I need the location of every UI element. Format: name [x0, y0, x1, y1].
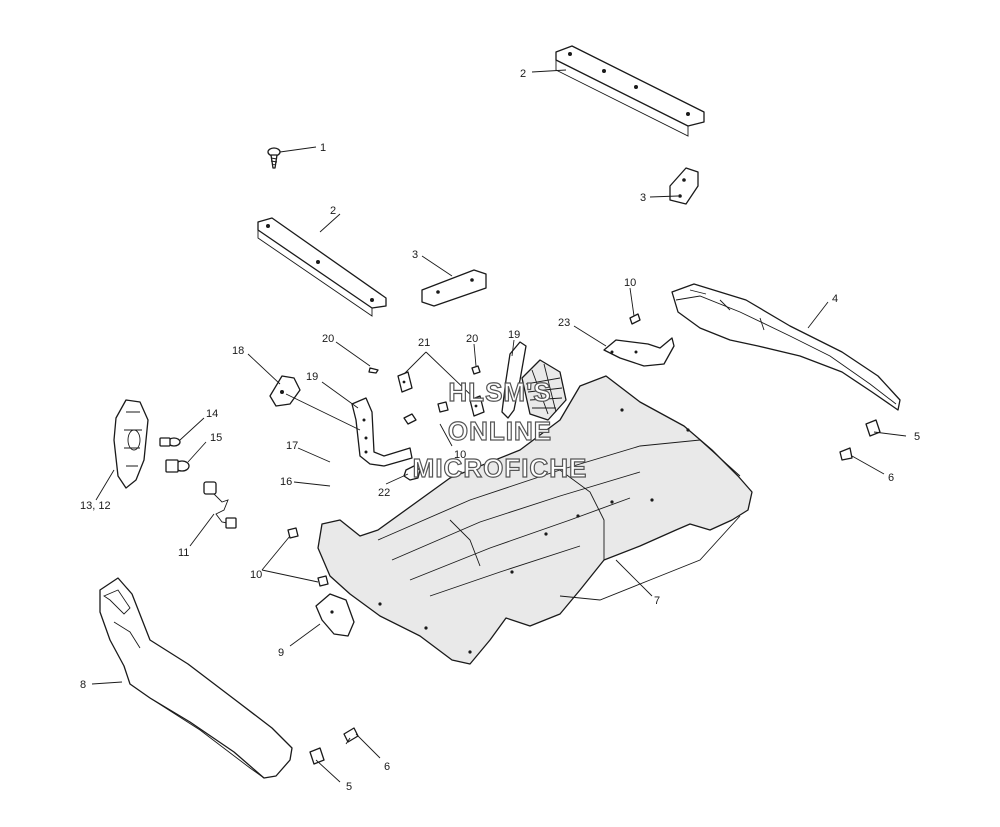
- part-14-bulb: [159, 437, 181, 447]
- callout-13-12: 13, 12: [80, 500, 111, 512]
- callout-15: 15: [210, 432, 222, 444]
- part-20-screws: [368, 365, 481, 375]
- callout-14: 14: [206, 408, 218, 420]
- callout-10-center: 10: [454, 449, 466, 461]
- part-7-rear-body: [317, 375, 753, 665]
- callout-2-top: 2: [520, 68, 526, 80]
- part-19-grille: [501, 341, 567, 421]
- watermark-line-1: HLSM'S: [448, 377, 551, 407]
- callout-3-center: 3: [412, 249, 418, 261]
- part-3-center-clip: [421, 269, 487, 307]
- part-11-harness: [203, 481, 237, 529]
- part-12-13-tail-light: [113, 399, 149, 489]
- callout-18: 18: [232, 345, 244, 357]
- callout-11: 11: [178, 547, 189, 559]
- callout-16: 16: [280, 476, 292, 488]
- part-5-clip-right: [865, 419, 881, 437]
- callout-19-right: 19: [508, 329, 520, 341]
- callout-6-right: 6: [888, 472, 894, 484]
- part-8-left-fender: [99, 577, 293, 779]
- watermark: HLSM'S ONLINE MICROFICHE: [412, 376, 588, 483]
- part-4-right-fender: [671, 283, 901, 411]
- part-3-right-clip: [669, 167, 699, 205]
- part-18-bracket: [269, 375, 301, 407]
- callout-19-left: 19: [306, 371, 318, 383]
- callout-20-left: 20: [322, 333, 334, 345]
- callout-17: 17: [286, 440, 298, 452]
- callout-7: 7: [654, 595, 660, 607]
- callout-21: 21: [418, 337, 430, 349]
- part-6-screw-bottom: [343, 727, 359, 745]
- callout-labels: 1 2 3 2 3 10 4 23 5 6 7 8 9 10 11 13, 12…: [80, 68, 920, 793]
- callout-1: 1: [320, 142, 326, 154]
- part-5-clip-bottom: [309, 747, 325, 765]
- watermark-line-3: MICROFICHE: [413, 453, 588, 483]
- part-2-lower-bar: [257, 217, 387, 317]
- callout-9: 9: [278, 647, 284, 659]
- callout-4: 4: [832, 293, 838, 305]
- leader-lines: [91, 69, 907, 783]
- part-10-screws: [287, 313, 641, 587]
- callout-5-bottom: 5: [346, 781, 352, 793]
- callout-10-top-right: 10: [624, 277, 636, 289]
- callout-5-right: 5: [914, 431, 920, 443]
- callout-20-right: 20: [466, 333, 478, 345]
- callout-3-right: 3: [640, 192, 646, 204]
- callout-23: 23: [558, 317, 570, 329]
- part-23-bracket: [603, 337, 675, 367]
- part-9-bracket: [315, 593, 355, 637]
- callout-2-left: 2: [330, 205, 336, 217]
- callout-10-left: 10: [250, 569, 262, 581]
- callout-6-bottom: 6: [384, 761, 390, 773]
- part-6-screw-right: [839, 447, 853, 461]
- part-1-screw: [267, 147, 281, 169]
- watermark-line-2: ONLINE: [448, 416, 552, 446]
- part-15-bulb: [165, 459, 190, 473]
- callout-22: 22: [378, 487, 390, 499]
- part-2-upper-bar: [555, 45, 705, 137]
- part-21-clips: [397, 371, 485, 417]
- part-19-left-bracket: [351, 397, 413, 467]
- callout-8: 8: [80, 679, 86, 691]
